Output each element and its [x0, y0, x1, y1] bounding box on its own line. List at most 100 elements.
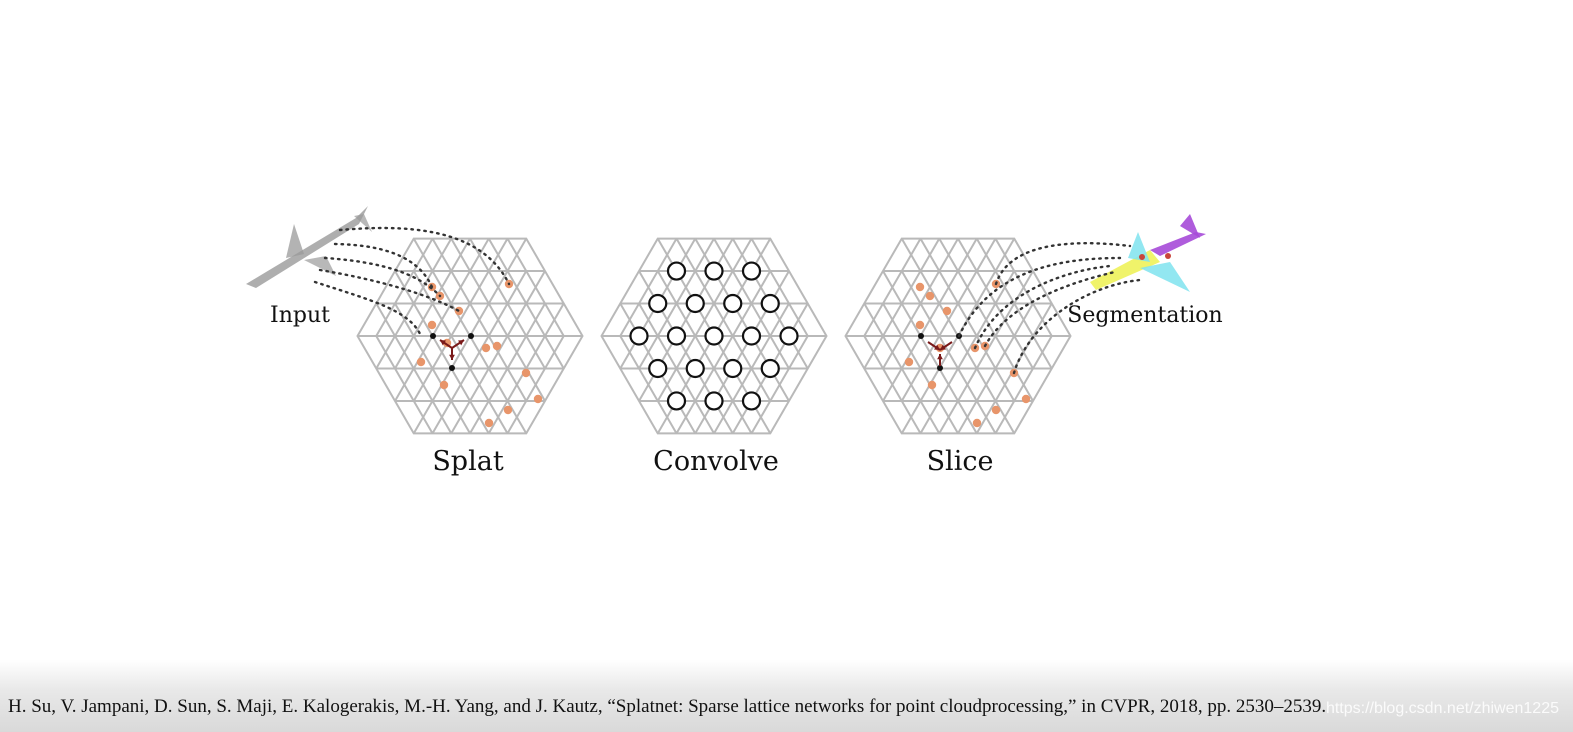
segmented-airplane-point-cloud [1090, 214, 1206, 292]
citation-text: H. Su, V. Jampani, D. Sun, S. Maji, E. K… [8, 696, 1327, 717]
input-curve [333, 242, 434, 289]
sample-point [972, 418, 982, 428]
sample-point [481, 343, 491, 353]
output-curve [957, 256, 1122, 338]
lattice-line [638, 238, 715, 369]
lattice-node [704, 391, 724, 411]
lattice-line [713, 303, 790, 434]
segment-engine [1139, 254, 1145, 260]
lattice-line [506, 335, 565, 434]
lattice-line [375, 238, 434, 337]
sample-point [991, 405, 1001, 415]
segment-wing [1128, 232, 1150, 262]
lattice-vertex [937, 365, 943, 371]
arrow-head [937, 354, 943, 360]
splat-label: Splat [432, 446, 504, 477]
lattice-vertex [468, 333, 474, 339]
output-curve [973, 264, 1112, 350]
output-curve [1012, 278, 1142, 375]
sample-point [439, 380, 449, 390]
arrow-head [940, 344, 946, 350]
lattice-line [487, 303, 565, 434]
lattice-node [723, 358, 743, 379]
lattice-line [863, 238, 941, 369]
lattice-node [629, 326, 649, 346]
lattice-node [648, 293, 668, 314]
convolve-label: Convolve [653, 446, 779, 477]
lattice-node [704, 326, 724, 346]
sample-point [904, 357, 914, 367]
splatnet-diagram: Input Splat Convolve Slice Segmentation [246, 206, 1223, 477]
lattice-node [779, 326, 799, 346]
output-curve [994, 242, 1132, 286]
arrow-head [440, 340, 446, 346]
input-label: Input [270, 303, 330, 328]
sample-point [521, 368, 531, 378]
lattice-node [666, 261, 687, 281]
lattice-node [741, 391, 762, 411]
arrow-head [449, 354, 455, 360]
dotted-correspondence-curves [313, 226, 1142, 375]
lattice-node [760, 358, 780, 379]
sample-point [925, 291, 935, 301]
sample-point [1021, 394, 1031, 404]
lattice-line [900, 238, 997, 402]
lattice-line [994, 335, 1053, 434]
sample-point [927, 380, 937, 390]
segment-tail [1180, 214, 1200, 238]
sample-point [915, 282, 925, 292]
input-fuselage [246, 206, 368, 288]
sample-point [942, 306, 952, 316]
input-curve [313, 280, 423, 338]
lattice-line [469, 303, 546, 434]
lattice-node [704, 261, 724, 281]
lattice-line [882, 238, 959, 369]
lattice-node [648, 358, 668, 379]
lattice-line [394, 238, 471, 369]
lattice-node [685, 358, 705, 379]
segmentation-label: Segmentation [1067, 303, 1222, 328]
lattice-line [431, 270, 528, 434]
slice-label: Slice [927, 446, 994, 477]
sample-point [533, 394, 543, 404]
lattice-line [375, 238, 453, 369]
segment-wing [1140, 262, 1190, 292]
convolve-lattice [600, 237, 828, 435]
lattice-node [666, 326, 687, 346]
lattice-line [919, 270, 1016, 434]
splat-lattice [356, 237, 584, 435]
lattice-line [975, 303, 1053, 434]
lattice-line [619, 238, 678, 337]
segment-tail-boom [1150, 232, 1206, 256]
lattice-line [675, 270, 772, 434]
sample-point [427, 320, 437, 330]
lattice-node [685, 293, 705, 314]
lattice-line [957, 303, 1034, 434]
source-watermark: https://blog.csdn.net/zhiwen1225 [1325, 700, 1559, 717]
sample-point [935, 343, 945, 353]
sample-point [492, 341, 502, 351]
sample-point [503, 405, 513, 415]
lattice-node [760, 293, 780, 314]
sample-point [915, 320, 925, 330]
lattice-line [863, 238, 922, 337]
lattice-line [750, 335, 809, 434]
lattice-line [656, 238, 753, 402]
input-wing [286, 224, 304, 258]
lattice-node [741, 326, 762, 346]
segment-engine [1165, 253, 1171, 259]
arrow-head [934, 344, 940, 350]
input-curve [323, 256, 442, 298]
lattice-line [412, 238, 509, 402]
sample-point [484, 418, 494, 428]
sample-point [416, 357, 426, 367]
lattice-line [882, 238, 978, 402]
citation-bar: H. Su, V. Jampani, D. Sun, S. Maji, E. K… [0, 660, 1573, 732]
input-curve [338, 226, 511, 286]
lattice-vertex [918, 333, 924, 339]
lattice-vertex [449, 365, 455, 371]
lattice-node [723, 293, 743, 314]
lattice-line [450, 270, 546, 434]
input-curve [318, 268, 461, 313]
arrow-head [458, 340, 464, 346]
